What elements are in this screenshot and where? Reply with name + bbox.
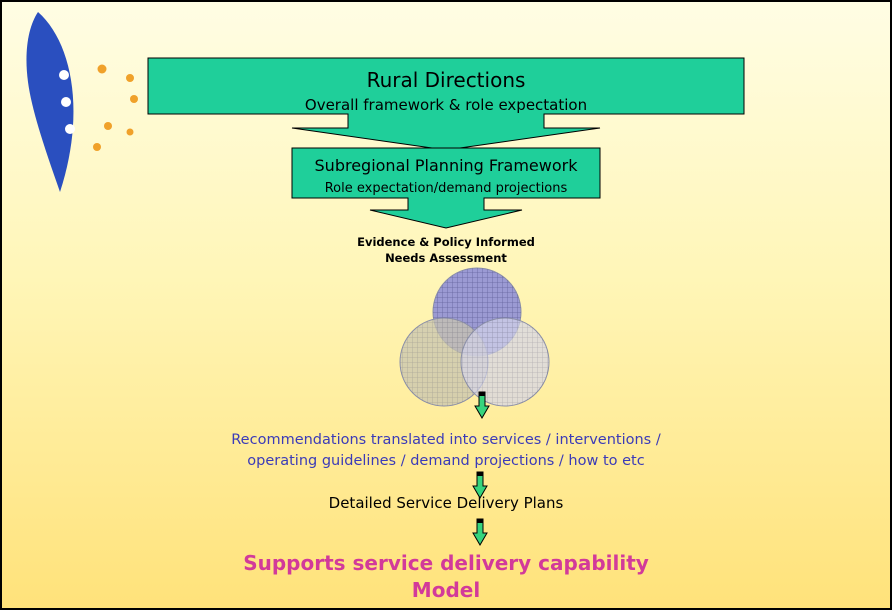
decorative-dot-icon <box>65 124 75 134</box>
decorative-dot-icon <box>59 70 69 80</box>
rural-directions-box <box>147 57 745 151</box>
down-arrow-icon <box>474 391 490 419</box>
rural-directions-title: Rural Directions <box>366 68 526 92</box>
decorative-dot-icon <box>130 95 138 103</box>
conclusion-text: Supports service delivery capability Mod… <box>152 550 740 604</box>
conclusion-line1: Supports service delivery capability <box>243 551 649 575</box>
needs-assessment-line2: Needs Assessment <box>385 251 507 265</box>
recommendations-text: Recommendations translated into services… <box>152 430 740 472</box>
service-delivery-plans: Detailed Service Delivery Plans <box>328 494 564 512</box>
decorative-dot-icon <box>61 97 71 107</box>
subregional-framework-subtitle: Role expectation/demand projections <box>324 181 568 196</box>
conclusion-line2: Model <box>411 578 481 602</box>
recommendations-line1: Recommendations translated into services… <box>231 432 661 448</box>
decorative-dot-icon <box>104 122 112 130</box>
recommendations-line2: operating guidelines / demand projection… <box>247 453 645 469</box>
needs-assessment-line1: Evidence & Policy Informed <box>357 235 535 249</box>
decorative-dot-icon <box>93 143 101 151</box>
decorative-dot-icon <box>126 128 134 136</box>
subregional-framework-title: Subregional Planning Framework <box>314 156 578 175</box>
down-arrow-icon <box>472 471 488 499</box>
rural-directions-subtitle: Overall framework & role expectation <box>304 96 588 114</box>
logo-leaf-icon <box>26 12 74 192</box>
needs-assessment-heading: Evidence & Policy Informed Needs Assessm… <box>292 234 600 266</box>
subregional-framework-box <box>291 147 601 229</box>
down-arrow-icon <box>472 518 488 546</box>
decorative-dot-icon <box>126 74 134 82</box>
decorative-dot-icon <box>97 64 107 74</box>
